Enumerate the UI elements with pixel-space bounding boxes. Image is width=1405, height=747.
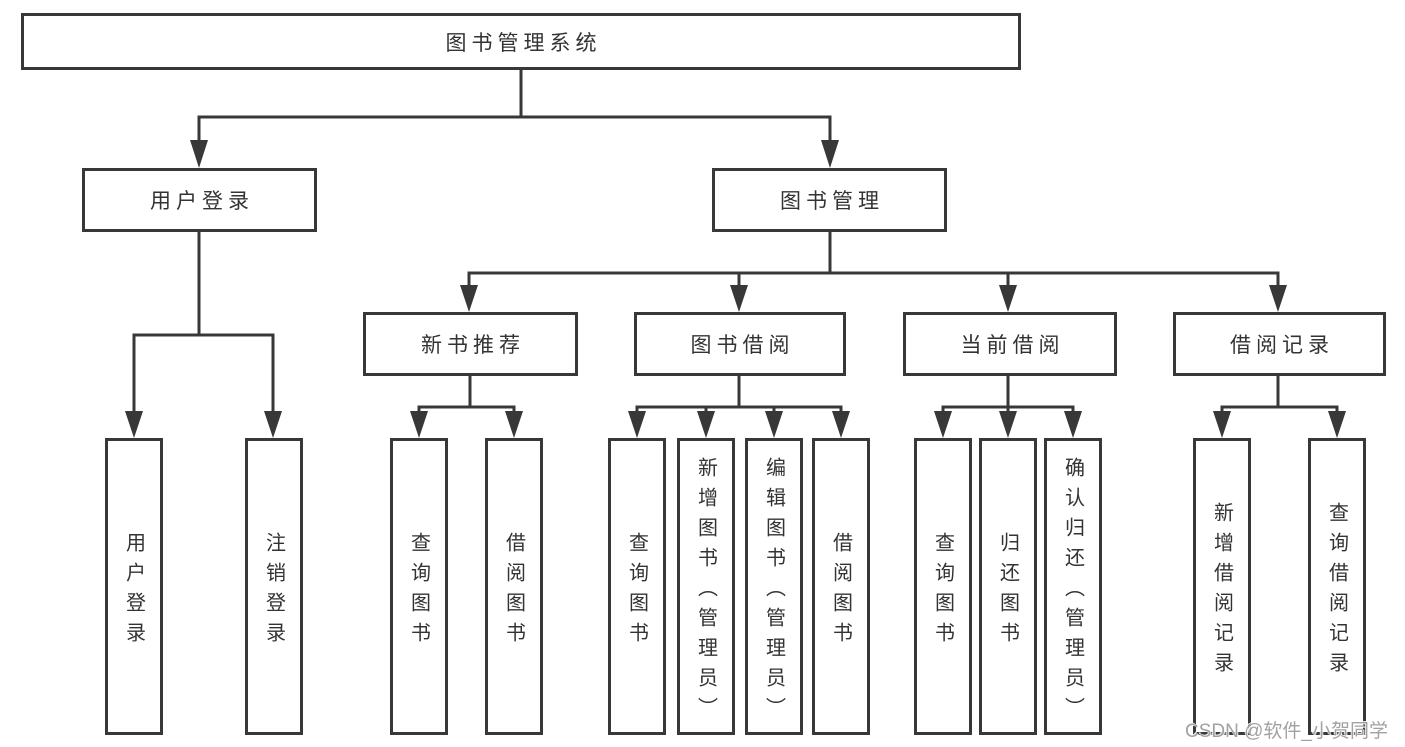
leaf-edit-books-admin: 编辑图书（管理员） — [745, 438, 803, 735]
leaf-borrow-books: 借阅图书 — [812, 438, 870, 735]
node-borrowing-records: 借阅记录 — [1173, 312, 1386, 376]
leaf-confirm-return-admin: 确认归还（管理员） — [1044, 438, 1102, 735]
node-current-borrowing: 当前借阅 — [903, 312, 1117, 376]
leaf-query-books-recommend: 查询图书 — [390, 438, 448, 735]
leaf-query-books-current: 查询图书 — [914, 438, 972, 735]
node-book-borrowing: 图书借阅 — [634, 312, 846, 376]
leaf-user-login: 用户登录 — [105, 438, 163, 735]
leaf-return-books: 归还图书 — [979, 438, 1037, 735]
leaf-query-books: 查询图书 — [608, 438, 666, 735]
node-book-management: 图书管理 — [712, 168, 947, 232]
node-new-book-recommend: 新书推荐 — [363, 312, 578, 376]
leaf-add-borrow-record: 新增借阅记录 — [1193, 438, 1251, 735]
csdn-watermark: CSDN @软件_小贺同学 — [1185, 721, 1388, 742]
leaf-logout: 注销登录 — [245, 438, 303, 735]
leaf-query-borrow-record: 查询借阅记录 — [1308, 438, 1366, 735]
root-node-library-system: 图书管理系统 — [21, 13, 1021, 70]
leaf-add-books-admin: 新增图书（管理员） — [677, 438, 735, 735]
leaf-borrow-books-recommend: 借阅图书 — [485, 438, 543, 735]
node-user-login: 用户登录 — [82, 168, 317, 232]
